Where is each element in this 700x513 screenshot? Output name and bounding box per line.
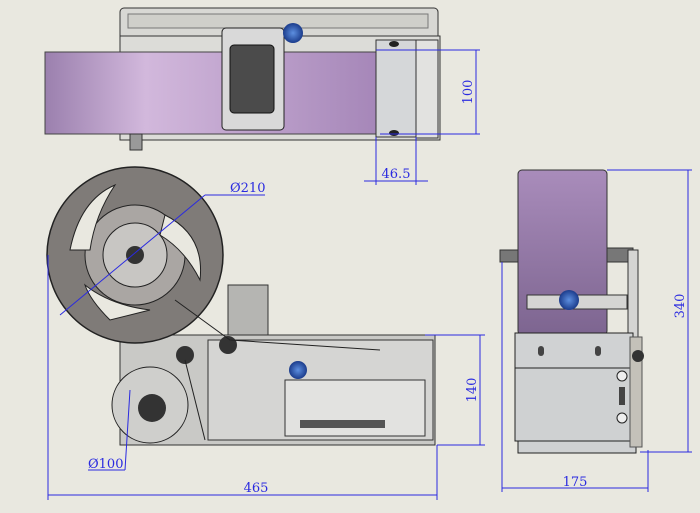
dim-overall-width: 175 — [563, 475, 588, 490]
peel-plate — [375, 39, 417, 138]
logo-icon-front — [289, 361, 307, 379]
dim-small-reel-diameter: Ø100 — [88, 457, 123, 472]
dim-label-width: 100 — [461, 80, 476, 105]
top-view — [44, 7, 480, 185]
dim-peel-plate: 46.5 — [382, 167, 411, 182]
dim-reel-diameter: Ø210 — [230, 181, 265, 196]
dim-overall-length: 465 — [244, 481, 269, 496]
logo-icon — [283, 23, 303, 43]
side-view — [499, 169, 692, 492]
dim-overall-height: 340 — [673, 294, 688, 319]
logo-icon-side — [559, 290, 579, 310]
dim-body-height: 140 — [465, 378, 480, 403]
label-roll-side — [517, 169, 608, 336]
display-screen — [229, 44, 275, 114]
label-roll-top — [44, 51, 381, 135]
front-view — [46, 166, 485, 500]
